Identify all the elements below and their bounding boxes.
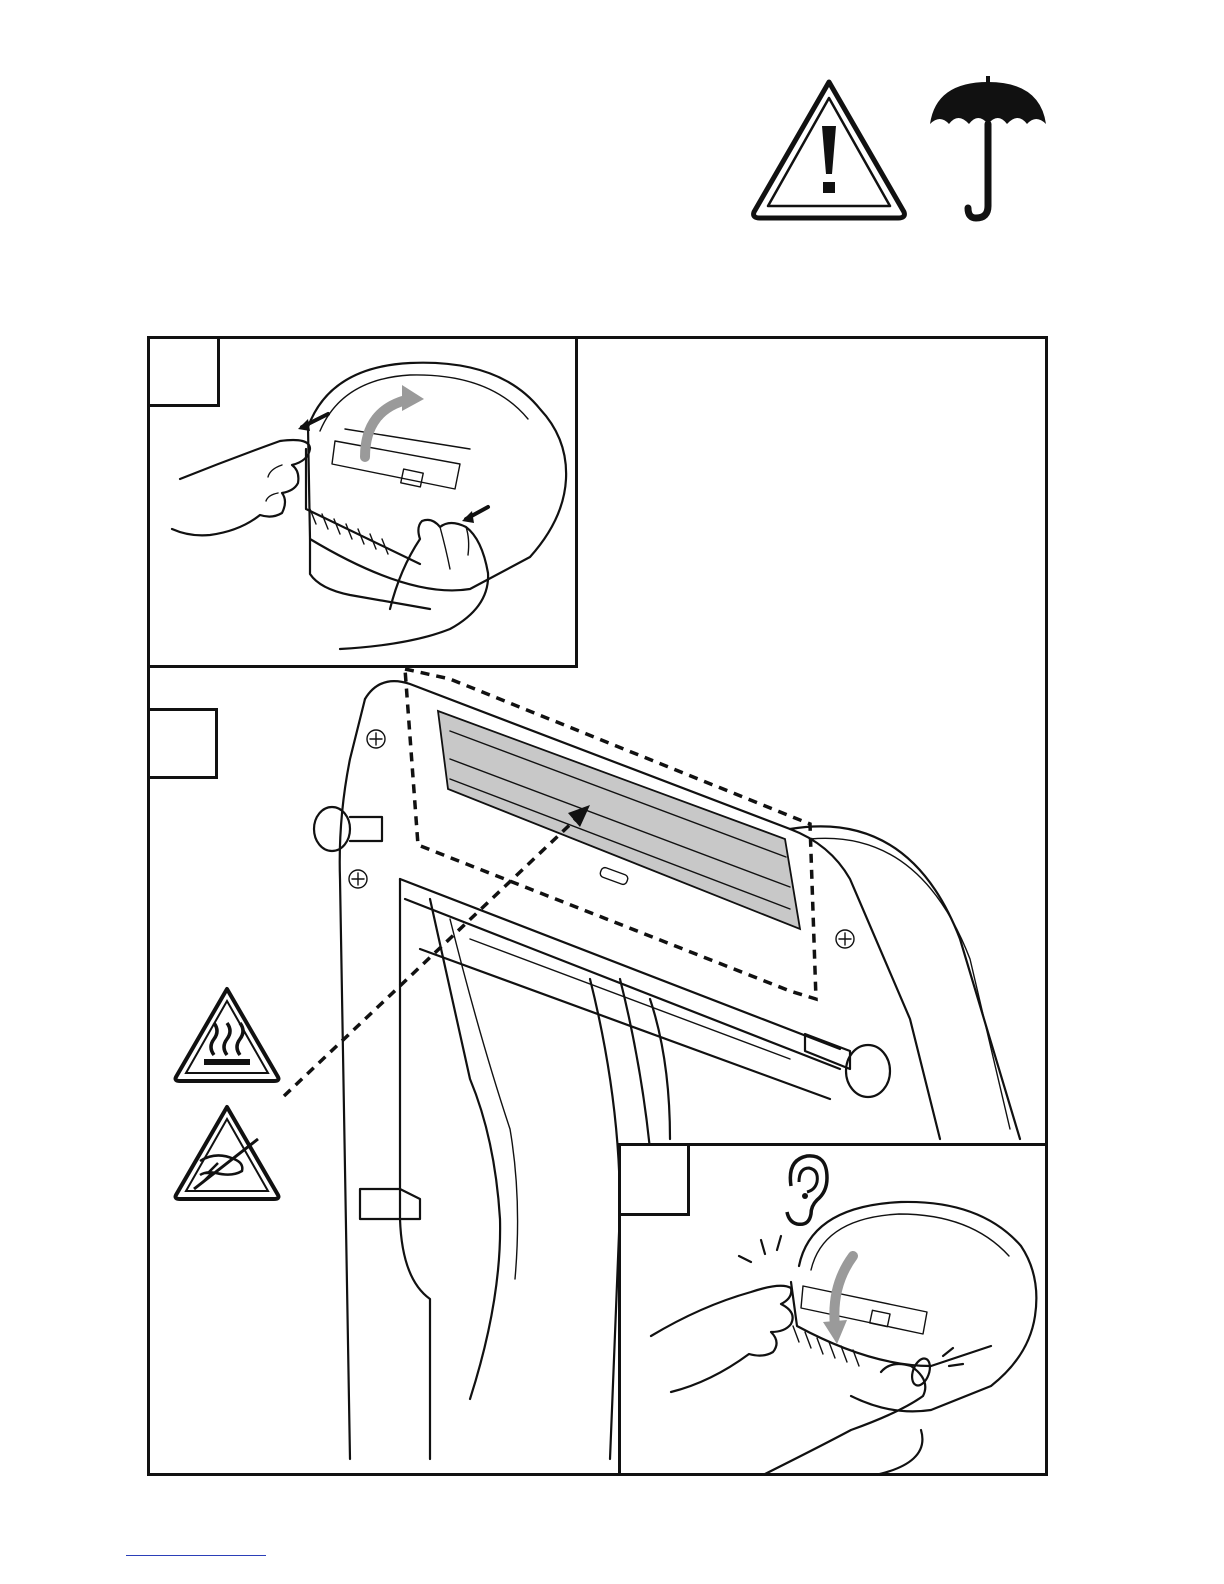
hot-surface-warning-icon	[172, 985, 282, 1083]
open-cover-illustration	[170, 349, 570, 659]
esd-warning-icon	[172, 1103, 282, 1201]
caution-icon	[748, 76, 910, 222]
close-cover-illustration	[631, 1196, 1041, 1476]
footer-link-rule	[126, 1555, 266, 1556]
step-2-box	[147, 708, 218, 779]
step-1-panel	[147, 336, 578, 668]
umbrella-icon	[928, 72, 1048, 222]
step-3-panel	[618, 1143, 1048, 1476]
